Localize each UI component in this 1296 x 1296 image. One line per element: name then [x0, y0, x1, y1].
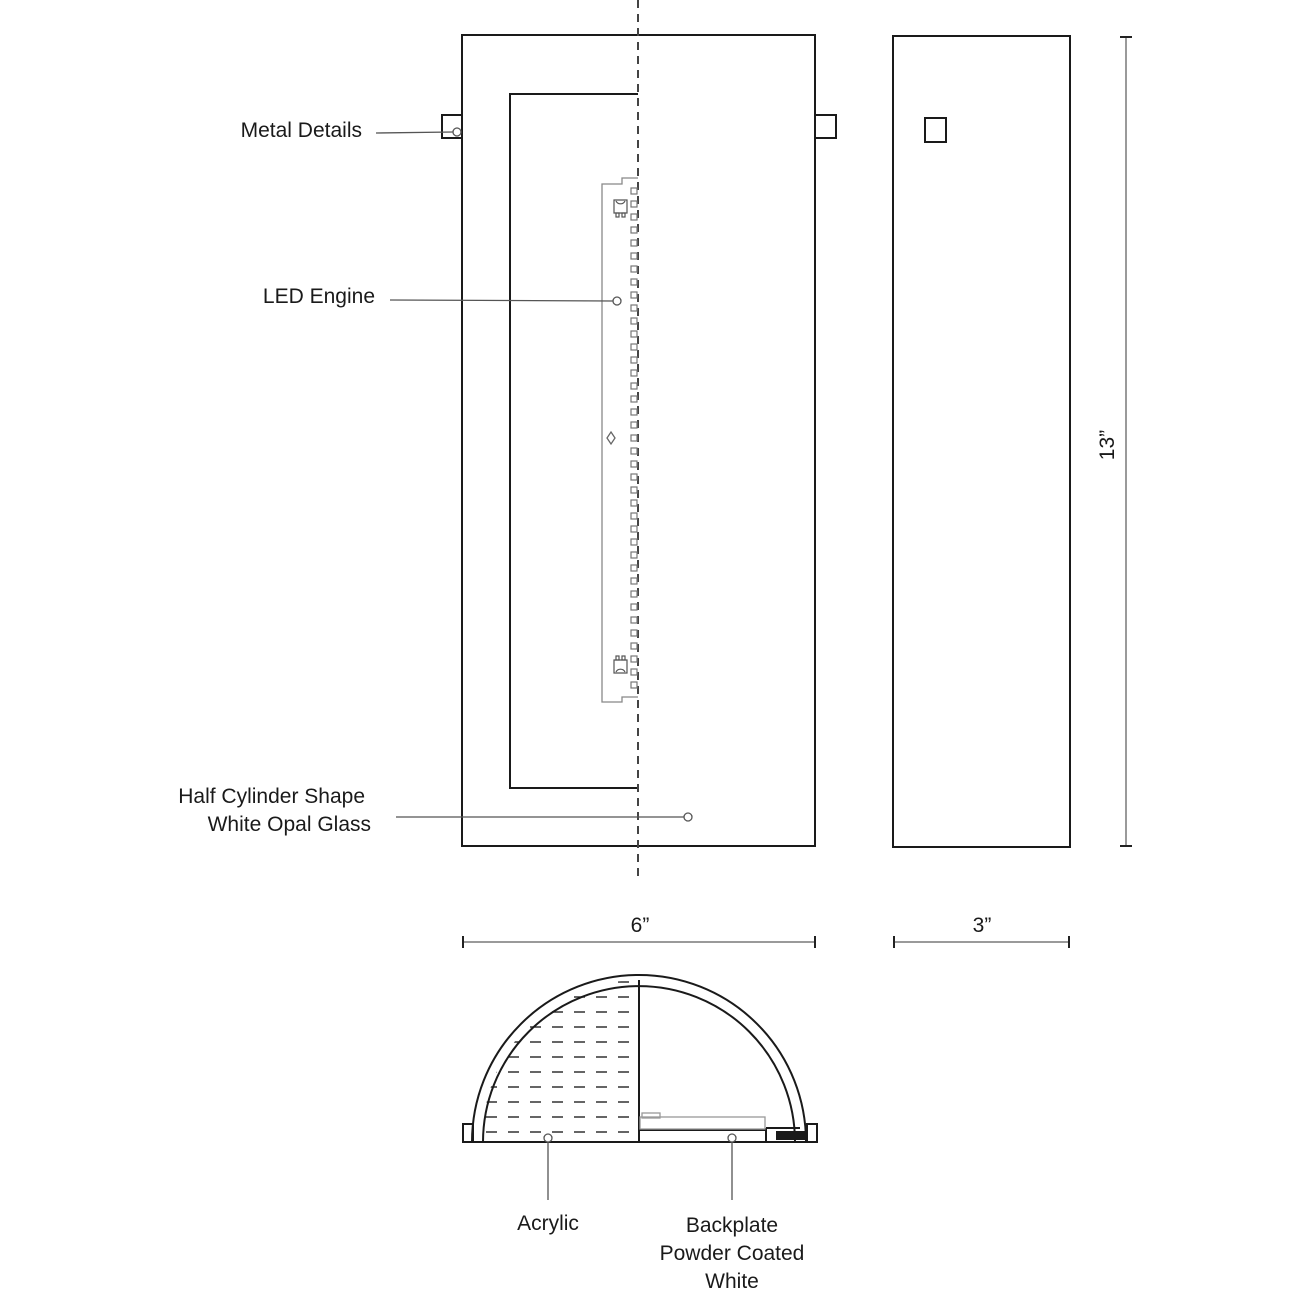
dimension-lines	[462, 36, 1132, 948]
side-metal-detail	[924, 117, 947, 143]
connector-top	[613, 199, 628, 218]
glass-outer-arc	[471, 974, 807, 1143]
glass-shape-label: Half Cylinder Shape	[178, 785, 365, 808]
mount-hole	[606, 430, 616, 446]
glass-material-label: White Opal Glass	[207, 813, 371, 836]
backplate-label: Backplate	[685, 1214, 779, 1237]
cross-section	[462, 974, 818, 1143]
end-cap-block	[776, 1131, 806, 1140]
backplate-color-label: White	[705, 1270, 759, 1293]
metal-detail-tab-right	[814, 114, 837, 139]
depth-dimension: 3”	[972, 914, 992, 937]
led-engine-board	[601, 177, 638, 703]
side-body	[892, 35, 1071, 848]
side-elevation	[892, 35, 1071, 848]
acrylic-fill	[482, 980, 639, 1142]
leader-lines	[375, 127, 737, 1200]
led-engine-label: LED Engine	[262, 285, 375, 308]
metal-details-label: Metal Details	[240, 119, 362, 142]
height-dimension: 13”	[1096, 429, 1119, 461]
front-inner-frame	[509, 93, 638, 789]
connector-bottom	[613, 655, 628, 674]
acrylic-label: Acrylic	[517, 1212, 579, 1235]
metal-detail-tab-left	[441, 114, 463, 139]
backplate-finish-label: Powder Coated	[659, 1242, 805, 1265]
width-dimension: 6”	[630, 914, 650, 937]
